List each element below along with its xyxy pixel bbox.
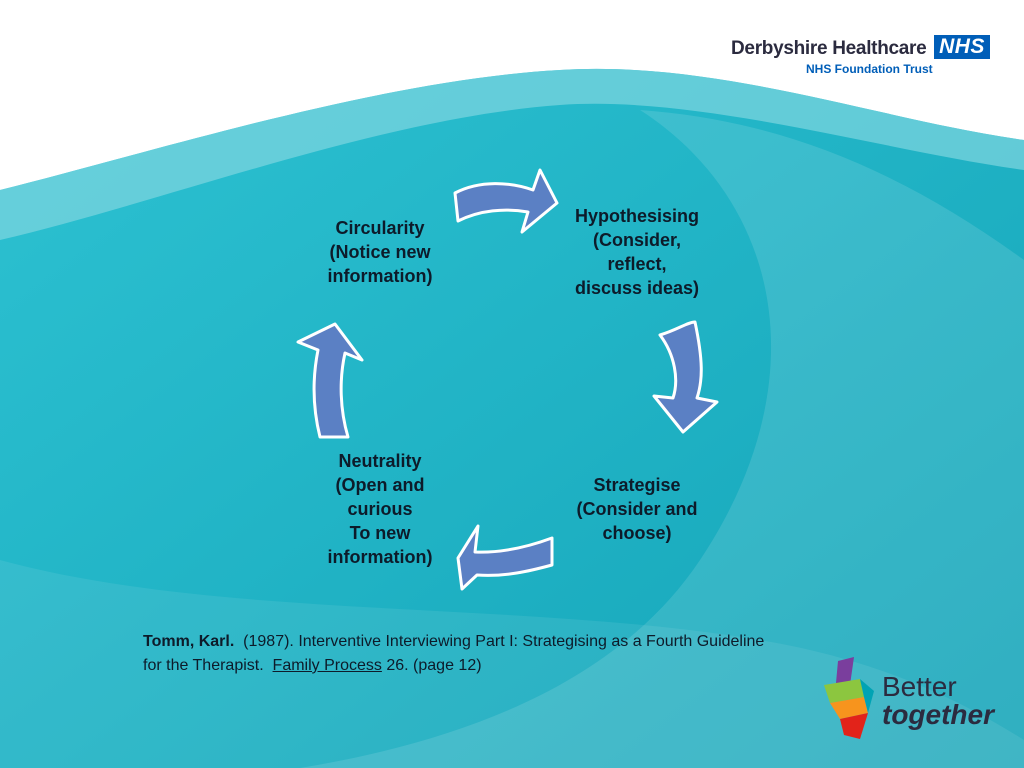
node-strategise: Strategise (Consider and choose) — [576, 475, 698, 543]
citation-year-title: (1987). Interventive Interviewing Part I… — [243, 633, 765, 650]
arrow-circularity-to-hypothesising — [453, 168, 559, 234]
together-text: together — [882, 699, 994, 730]
citation-journal: Family Process — [272, 657, 382, 674]
derbyshire-healthcare-logo: Derbyshire Healthcare NHS NHS Foundation… — [705, 30, 995, 80]
better-together-logo: Better together — [820, 655, 1000, 745]
better-text: Better — [882, 671, 957, 702]
citation-author: Tomm, Karl. — [143, 633, 235, 650]
nhs-badge: NHS — [934, 35, 990, 59]
citation: Tomm, Karl. (1987). Interventive Intervi… — [143, 630, 943, 678]
citation-line-1: Tomm, Karl. (1987). Interventive Intervi… — [143, 630, 943, 654]
node-circularity: Circularity (Notice new information) — [327, 218, 433, 286]
node-neutrality: Neutrality (Open and curious To new info… — [327, 451, 433, 567]
org-subtitle: NHS Foundation Trust — [806, 62, 933, 76]
node-hypothesising: Hypothesising (Consider, reflect, discus… — [574, 206, 700, 298]
arrow-strategise-to-neutrality — [456, 524, 554, 591]
better-together-emblem-icon — [824, 657, 874, 739]
citation-line-2: for the Therapist. Family Process 26. (p… — [143, 654, 943, 678]
org-name: Derbyshire Healthcare — [731, 38, 927, 59]
citation-line2-pre: for the Therapist. — [143, 657, 264, 674]
arrow-neutrality-to-circularity — [296, 322, 364, 439]
citation-line2-post: 26. (page 12) — [386, 657, 482, 674]
arrow-hypothesising-to-strategise — [652, 320, 719, 434]
